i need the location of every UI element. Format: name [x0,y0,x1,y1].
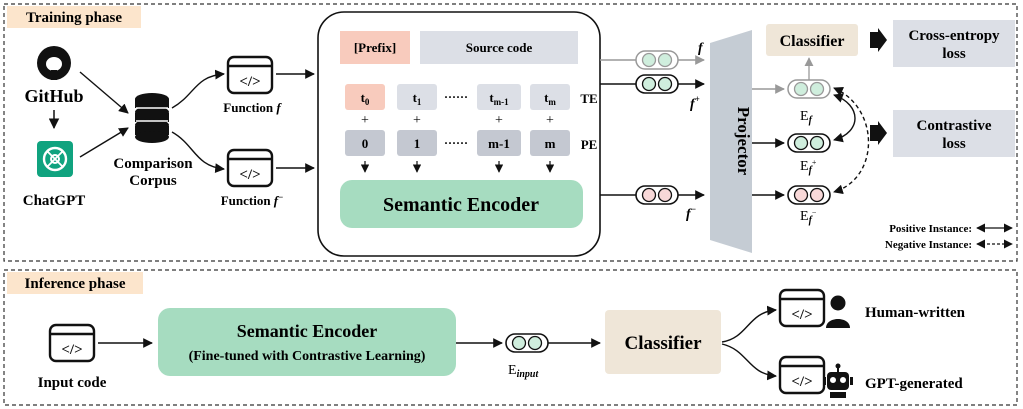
human-code-icon [778,288,826,328]
training-phase-tag [7,6,141,28]
function-f-code-icon [226,55,274,95]
gpt-generated-label: GPT-generated [865,376,963,392]
plus-sign: + [546,113,554,128]
position-m1-label: m-1 [488,136,510,151]
source-code-box [420,31,578,64]
corpus-label-line2: Corpus [129,173,177,189]
f-label: f [698,41,704,56]
robot-icon [823,363,853,398]
position-m-label: m [545,136,556,151]
chatgpt-icon [37,141,73,177]
negative-legend-label: Negative Instance: [885,239,972,251]
cross-entropy-loss-box [893,20,1015,67]
chatgpt-label: ChatGPT [23,193,86,209]
projector-label: Projector [734,107,753,176]
contrastive-line2: loss [942,136,966,152]
position-1-label: 1 [414,136,421,151]
positive-relation-arrow [833,93,856,143]
contrastive-line1: Contrastive [917,118,992,134]
emb-fminus-label: Ef− [800,208,817,226]
inference-phase-tag [7,272,143,294]
training-phase-label: Training phase [26,10,122,26]
token-t1-label: t1 [413,90,422,107]
plus-sign: + [361,113,369,128]
token-tm1 [477,84,521,110]
input-code-label: Input code [38,375,107,391]
projector-shape [710,30,752,253]
function-fminus-label: Function f− [221,192,284,208]
token-tm [530,84,570,110]
semantic-encoder-box [340,180,583,228]
github-icon [37,46,71,80]
inference-encoder-line2: (Fine-tuned with Contrastive Learning) [189,349,426,364]
position-m [530,130,570,156]
token-t0-label: t0 [361,90,370,107]
inference-phase-label: Inference phase [25,276,126,292]
plus-sign: + [495,113,503,128]
cross-entropy-line2: loss [942,46,966,62]
token-dots: ······ [444,90,468,104]
training-classifier-box [766,24,858,56]
token-t0 [345,84,385,110]
cross-entropy-line1: Cross-entropy [908,28,1000,44]
emb-f-label: Ef [800,109,814,126]
position-0 [345,130,385,156]
prefix-box [340,31,410,64]
human-written-label: Human-written [865,305,966,321]
pe-label: PE [581,137,598,152]
inference-phase-border [3,269,1018,406]
emb-fplus-label: Ef+ [800,158,817,176]
fminus-label: f− [686,204,696,222]
gpt-code-icon [778,355,826,395]
database-icon [135,93,169,143]
negative-relation-arrow [833,87,869,195]
token-tm1-label: tm-1 [489,90,509,107]
person-icon [826,295,850,328]
function-fminus-code-icon [226,148,274,188]
position-0-label: 0 [362,136,369,151]
token-tm-label: tm [544,90,556,107]
positive-legend-label: Positive Instance: [889,223,972,235]
semantic-encoder-label: Semantic Encoder [383,194,539,216]
te-label: TE [580,91,597,106]
inference-classifier-box [605,310,721,374]
training-phase-border [3,3,1018,262]
fplus-label: f+ [690,94,700,112]
inference-encoder-box [158,308,456,376]
corpus-label-line1: Comparison [113,156,193,172]
inference-classifier-label: Classifier [624,333,702,354]
inference-encoder-line1: Semantic Encoder [237,321,377,341]
prefix-label: [Prefix] [354,40,396,55]
token-t1 [397,84,437,110]
position-dots: ······ [444,136,468,150]
source-code-label: Source code [466,40,533,55]
input-code-icon [48,323,96,363]
inference-embedding-label: Einput [508,363,539,380]
contrastive-loss-box [893,110,1015,157]
position-m1 [477,130,521,156]
training-classifier-label: Classifier [780,33,845,50]
classifier-to-loss-arrow [870,28,887,52]
github-label: GitHub [24,86,83,106]
position-1 [397,130,437,156]
plus-sign: + [413,113,421,128]
contrastive-arrow [870,121,887,145]
function-f-label: Function f [223,100,282,115]
